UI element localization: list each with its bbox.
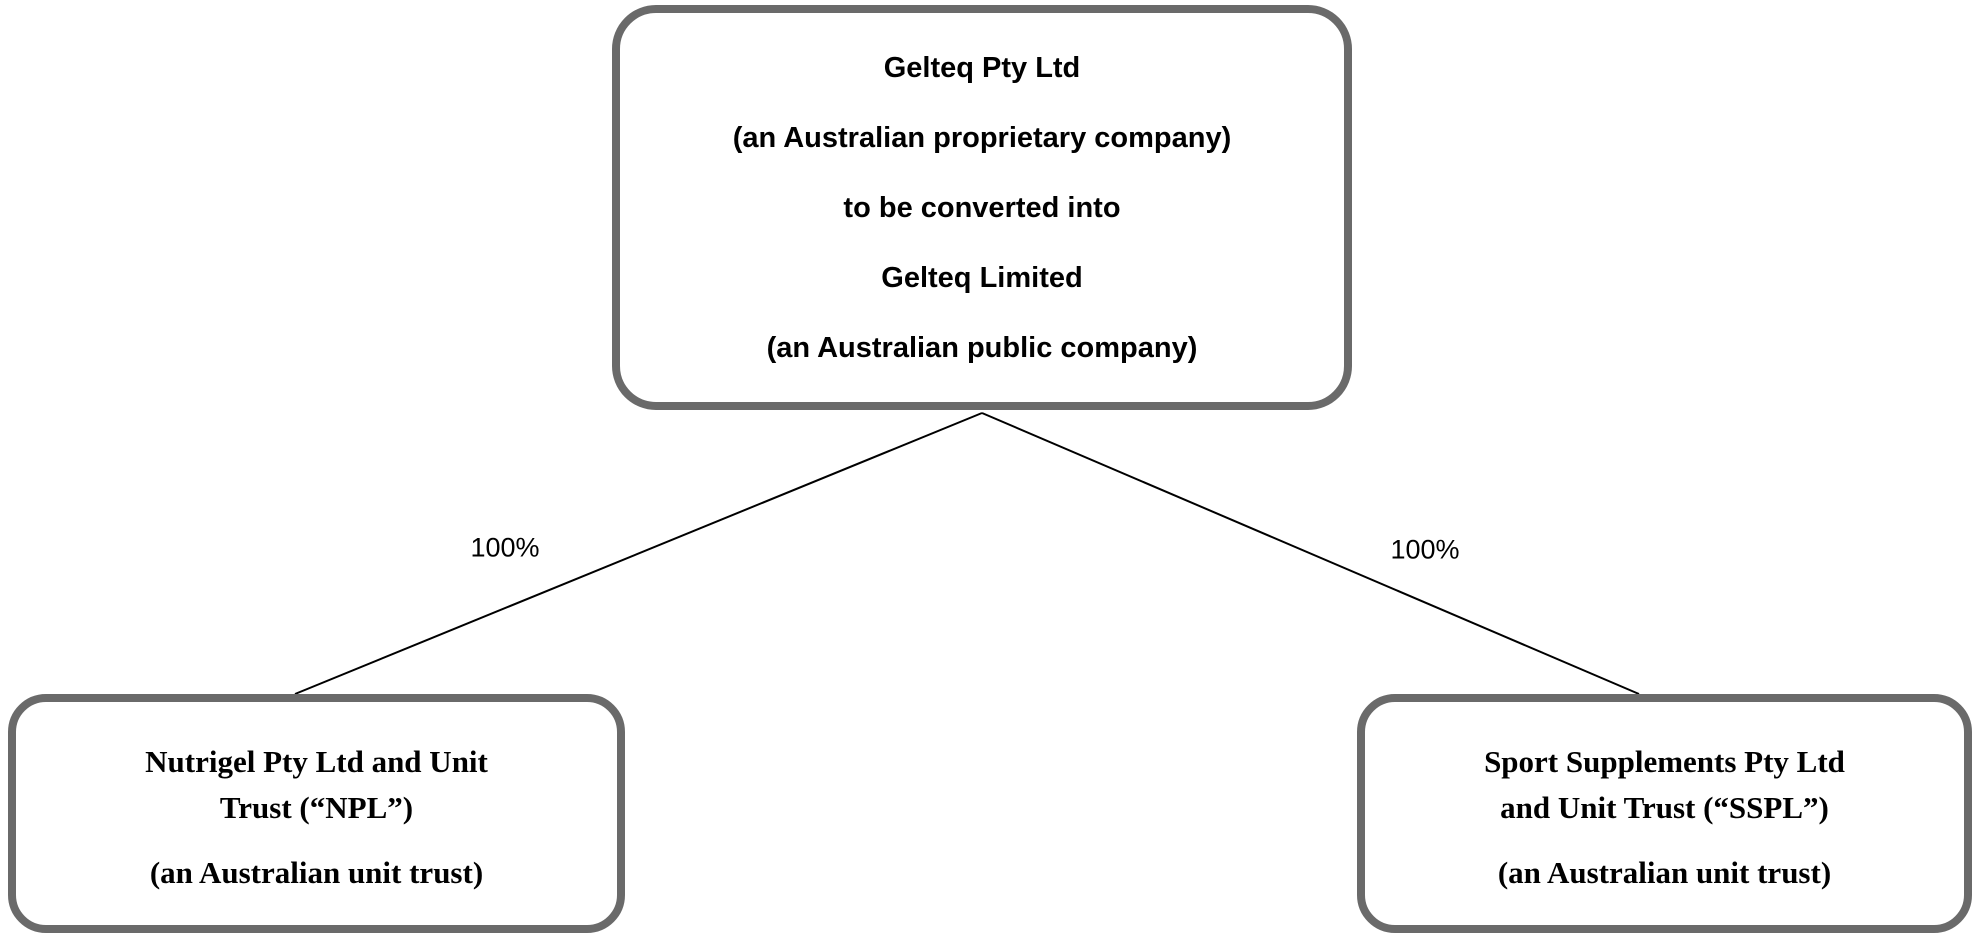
subsidiary-sspl-type: (an Australian unit trust) [1497, 854, 1832, 890]
subsidiary-box-npl: Nutrigel Pty Ltd and Unit Trust (“NPL”) … [8, 694, 625, 933]
parent-company-box: Gelteq Pty Ltd (an Australian proprietar… [612, 5, 1352, 410]
ownership-line-left [294, 412, 983, 695]
parent-new-company-name: Gelteq Limited [881, 261, 1083, 294]
parent-new-company-type: (an Australian public company) [766, 331, 1198, 364]
parent-conversion-note: to be converted into [843, 191, 1121, 224]
subsidiary-sspl-name: Sport Supplements Pty Ltd and Unit Trust… [1484, 743, 1845, 825]
subsidiary-npl-type: (an Australian unit trust) [149, 854, 484, 890]
subsidiary-box-sspl: Sport Supplements Pty Ltd and Unit Trust… [1357, 694, 1972, 933]
ownership-label-right: 100% [1390, 534, 1460, 565]
parent-company-name: Gelteq Pty Ltd [883, 51, 1081, 84]
ownership-line-right [981, 412, 1640, 695]
subsidiary-npl-name: Nutrigel Pty Ltd and Unit Trust (“NPL”) [145, 743, 488, 825]
ownership-label-left: 100% [470, 532, 540, 563]
parent-company-type: (an Australian proprietary company) [732, 121, 1232, 154]
